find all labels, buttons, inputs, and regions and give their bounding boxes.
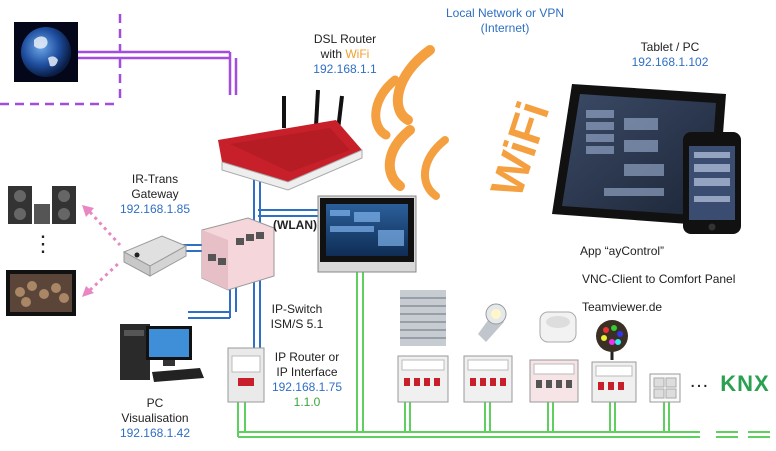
push-button-icon [649,373,681,403]
hifi-stereo-icon [8,186,76,224]
ip-router-ip: 192.168.1.75 [271,380,343,394]
touch-panel-icon [317,195,417,273]
irtrans-ip: 192.168.1.85 [119,202,191,216]
app-aycontrol: App “ayControl” [580,244,665,258]
router-title: DSL Router [313,32,377,46]
ip-router-address: 1.1.0 [293,395,321,409]
din-actuator-icon [591,361,637,403]
desktop-pc-icon [120,324,204,382]
internet-subtitle: (Internet) [480,21,530,35]
router-subtitle: with WiFi [320,47,370,61]
rgb-lamp-icon [596,320,628,360]
motion-sensor-icon [539,311,577,343]
irtrans-title: IR-Trans [131,172,179,186]
irtrans-label: IR-Trans Gateway 192.168.1.85 [110,172,200,217]
internet-title: Local Network or VPN [445,6,565,20]
wlan-label: (WLAN) [273,218,317,232]
din-actuator-icon [397,355,449,403]
television-icon [6,270,76,316]
ip-router-title: IP Router or [274,350,340,364]
pc-title: PC [146,396,164,410]
din-actuator-icon [529,359,579,403]
internet-label: Local Network or VPN (Internet) [430,6,580,36]
din-switch-icon [201,217,275,291]
wifi-waves [371,45,449,200]
knx-bus-lines [237,272,770,438]
vnc-label: VNC-Client to Comfort Panel [582,272,735,287]
pc-label: PC Visualisation 192.168.1.42 [110,396,200,441]
ir-gateway-icon [122,235,188,277]
wifi-router-icon [218,89,363,191]
irtrans-subtitle: Gateway [131,187,179,201]
tablet-icon [552,84,726,226]
ip-router-label: IP Router or IP Interface 192.168.1.75 1… [262,350,352,410]
ir-arrow-head [82,205,94,217]
router-label: DSL Router with WiFi 192.168.1.1 [290,32,400,77]
ip-switch-title: IP-Switch [271,302,323,316]
router-ip: 192.168.1.1 [313,62,377,76]
devices-dots: ⋮ [32,231,54,256]
pc-ip: 192.168.1.42 [119,426,191,440]
tablet-title: Tablet / PC [640,40,700,54]
internet-link [0,14,238,106]
app-label: App “ayControl” [580,244,664,259]
ip-switch-model: ISM/S 5.1 [270,317,324,331]
more-devices-ellipsis: … [689,370,709,392]
din-actuator-icon [463,355,513,403]
smartphone-icon [683,132,741,234]
router-wifi-label: WiFi [345,47,370,61]
pc-subtitle: Visualisation [121,411,189,425]
din-router-icon [227,347,265,403]
tablet-label: Tablet / PC 192.168.1.102 [610,40,730,70]
wifi-wave-text: WiFi [480,95,559,203]
knx-logo: KNX [720,371,770,396]
app-vnc: VNC-Client to Comfort Panel [582,272,736,286]
teamviewer-label: Teamviewer.de [582,300,662,315]
ir-arrow-head [82,286,94,297]
earth-globe-icon [14,22,78,82]
ip-router-subtitle: IP Interface [276,365,338,379]
app-teamviewer: Teamviewer.de [582,300,663,314]
tablet-ip: 192.168.1.102 [631,55,709,69]
window-blinds-icon [400,290,446,346]
spotlight-icon [478,303,507,342]
ir-links [88,210,122,292]
ip-switch-label: IP-Switch ISM/S 5.1 [252,302,342,332]
